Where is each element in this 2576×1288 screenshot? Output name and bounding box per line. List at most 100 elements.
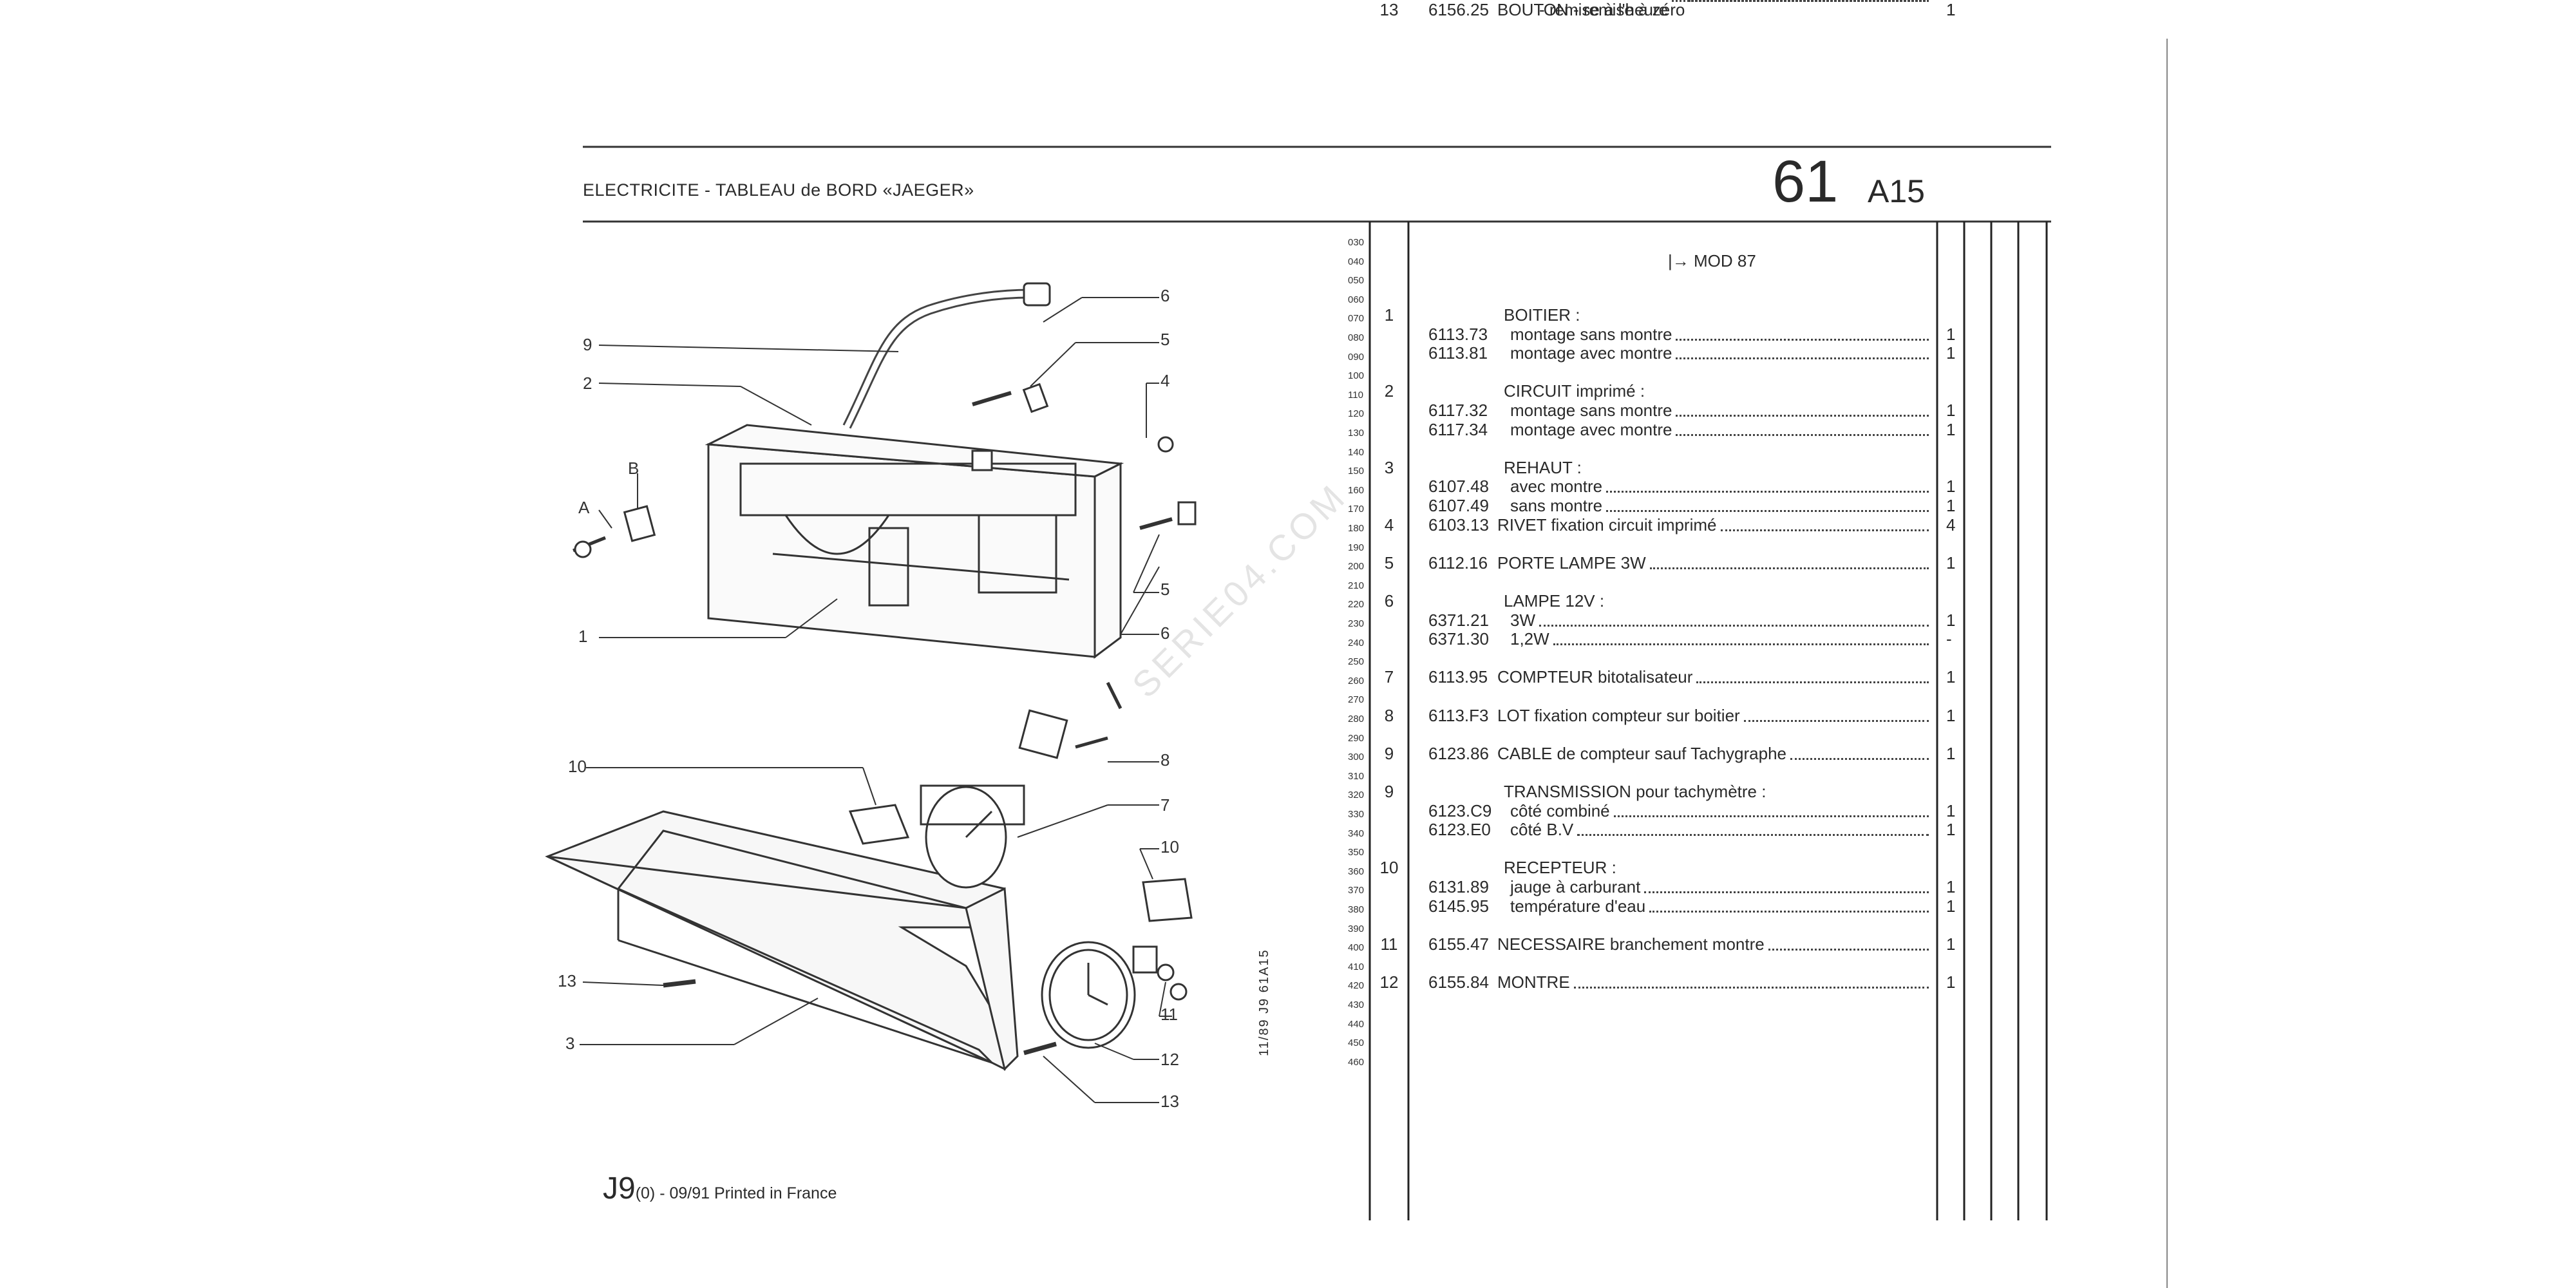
dot-leader: [1744, 719, 1929, 722]
part-description: 3W: [1510, 610, 1535, 630]
section-code: A15: [1868, 173, 1925, 209]
line-number: 200: [1348, 561, 1365, 573]
part-description: côté B.V: [1510, 820, 1574, 840]
part-description: montage avec montre: [1510, 343, 1672, 363]
part-description: CABLE de compteur sauf Tachygraphe: [1497, 743, 1787, 763]
part-quantity: 1: [1946, 934, 1956, 954]
line-number: 290: [1348, 732, 1365, 744]
part-quantity: 1: [1946, 820, 1956, 840]
part-quantity: 1: [1946, 477, 1956, 497]
part-ref-number: 3: [1384, 457, 1394, 477]
part-quantity: 1: [1946, 0, 1956, 19]
dot-leader: [1676, 357, 1929, 360]
part-heading: CIRCUIT imprimé :: [1504, 381, 1645, 401]
dot-leader: [1614, 815, 1929, 817]
leader-lines: [580, 297, 1172, 1103]
line-number: 210: [1348, 580, 1365, 591]
dot-leader: [1676, 338, 1929, 341]
part-description: montage sans montre: [1510, 401, 1672, 420]
line-number: 380: [1348, 904, 1365, 915]
part-quantity: 1: [1946, 800, 1956, 820]
part-code: 6131.89: [1428, 877, 1489, 896]
vertical-code: 11/89 J9 61A15: [1257, 949, 1271, 1056]
page-title-category: ELECTRICITE -: [583, 180, 711, 200]
line-number: 340: [1348, 828, 1365, 839]
section-number: 61: [1772, 149, 1839, 214]
line-number: 260: [1348, 675, 1365, 687]
part-description: côté combiné: [1510, 800, 1610, 820]
part-quantity: 1: [1946, 610, 1956, 630]
dot-leader: [1790, 757, 1929, 760]
part-heading: REHAUT :: [1504, 457, 1582, 477]
dot-leader: [1650, 567, 1929, 569]
line-number: 170: [1348, 504, 1365, 515]
callout-label: 5: [1160, 580, 1170, 599]
line-number: 030: [1348, 237, 1365, 248]
dot-leader: [1721, 529, 1929, 531]
line-number: 050: [1348, 275, 1365, 287]
part-quantity: 1: [1946, 705, 1956, 725]
part-heading: TRANSMISSION pour tachymètre :: [1504, 782, 1766, 801]
callout-label: 12: [1160, 1050, 1179, 1069]
part-heading: BOITIER :: [1504, 305, 1580, 325]
part-ref-number: 5: [1384, 553, 1394, 573]
line-number: 110: [1348, 389, 1363, 401]
part-ref-number: 13: [1379, 0, 1399, 19]
part-code: 6156.25: [1428, 0, 1489, 19]
callout-label: 7: [1160, 795, 1170, 815]
line-number: 250: [1348, 656, 1365, 668]
part-quantity: 1: [1946, 553, 1956, 573]
line-number: 130: [1348, 428, 1365, 439]
part-description: température d'eau: [1510, 896, 1646, 916]
line-number: 040: [1348, 256, 1365, 267]
callout-label: 3: [565, 1034, 575, 1053]
callout-label: 13: [1160, 1092, 1179, 1111]
callout-label: A: [578, 498, 590, 517]
part-code: 6371.30: [1428, 629, 1489, 649]
dot-leader: [1644, 891, 1929, 893]
line-number: 450: [1348, 1037, 1365, 1049]
part-code: 6113.F3: [1428, 705, 1489, 725]
part-code: 6155.47: [1428, 934, 1489, 954]
part-description: MONTRE: [1497, 972, 1570, 992]
part-ref-number: 9: [1384, 743, 1394, 763]
part-quantity: -: [1946, 629, 1952, 649]
dot-leader: [1606, 491, 1929, 493]
part-code: 6112.16: [1428, 553, 1488, 573]
line-number: 390: [1348, 923, 1365, 934]
callout-label: 13: [558, 971, 576, 990]
part-description: montage sans montre: [1510, 324, 1672, 344]
line-number: 100: [1348, 370, 1365, 382]
line-number: 400: [1348, 942, 1365, 954]
part-code: 6107.48: [1428, 477, 1489, 497]
line-number: 430: [1348, 999, 1365, 1010]
page-title-subject: TABLEAU de BORD «JAEGER»: [715, 180, 974, 200]
gauge-part: [848, 804, 1193, 922]
dot-leader: [1768, 948, 1929, 951]
line-number: 240: [1348, 637, 1365, 649]
part-code: 6371.21: [1428, 610, 1489, 630]
line-number: 090: [1348, 351, 1365, 363]
footer-text: - 09/91 Printed in France: [655, 1184, 837, 1202]
part-ref-number: 9: [1384, 782, 1394, 801]
part-heading: LAMPE 12V :: [1504, 591, 1605, 611]
part-ref-number: 8: [1384, 705, 1394, 725]
line-number: 230: [1348, 618, 1365, 629]
part-quantity: 1: [1946, 419, 1956, 439]
dot-leader: [1676, 415, 1929, 417]
part-ref-number: 2: [1384, 381, 1394, 401]
line-number: 460: [1348, 1056, 1365, 1068]
line-number: 280: [1348, 714, 1365, 724]
part-code: 6123.E0: [1428, 820, 1491, 840]
part-quantity: 1: [1946, 0, 1956, 19]
line-number: 440: [1348, 1018, 1365, 1030]
part-code: 6113.95: [1428, 667, 1488, 687]
callout-label: 5: [1160, 330, 1170, 349]
callout-label: 4: [1160, 371, 1170, 390]
callout-label: 2: [583, 374, 592, 393]
line-number: 180: [1348, 523, 1365, 534]
part-description: COMPTEUR bitotalisateur: [1497, 667, 1693, 687]
callout-label: 10: [568, 757, 587, 776]
callout-label: 9: [583, 335, 592, 354]
part-description: PORTE LAMPE 3W: [1497, 553, 1646, 573]
